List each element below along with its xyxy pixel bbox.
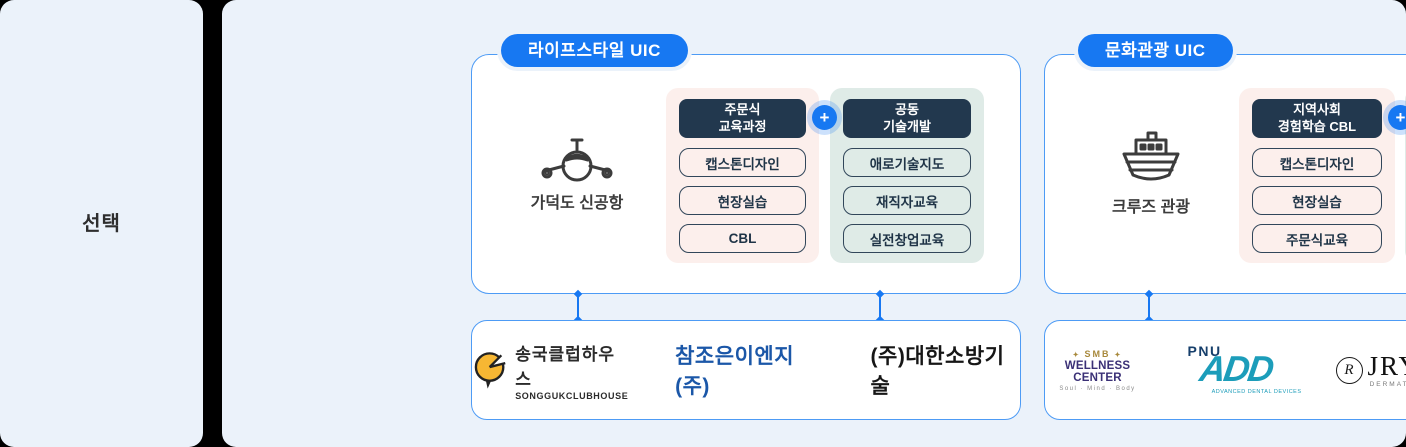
wellness-center-logo: SMB WELLNESS CENTER Soul · Mind · Body bbox=[1046, 349, 1150, 392]
group-header: 공동 기술개발 bbox=[843, 99, 971, 138]
pnu-add-logo: PNU ADD ADVANCED DENTAL DEVICES bbox=[1184, 343, 1302, 397]
group-item: 애로기술지도 bbox=[843, 148, 971, 177]
chamjoeun-logo: 참조은이엔지(주) bbox=[675, 345, 795, 398]
culture-community-group: 지역사회 경험학습 CBL 캡스톤디자인 현장실습 주문식교육 bbox=[1239, 88, 1395, 263]
lifestyle-curriculum-group: 주문식 교육과정 캡스톤디자인 현장실습 CBL bbox=[666, 88, 819, 263]
lifestyle-techdev-group: 공동 기술개발 애로기술지도 재직자교육 실전창업교육 bbox=[830, 88, 984, 263]
add-text: ADD bbox=[1196, 348, 1275, 389]
jryn-dermatology-logo: R JRYN DERMATOLOGY bbox=[1335, 350, 1406, 388]
lifestyle-subject: 가덕도 신공항 bbox=[512, 136, 642, 213]
jryn-monogram-icon: R bbox=[1335, 356, 1363, 384]
selection-label: 선택 bbox=[82, 213, 121, 235]
wellness-tagline: Soul · Mind · Body bbox=[1059, 385, 1136, 392]
songguk-bird-icon bbox=[474, 352, 506, 389]
jryn-name: JRYN bbox=[1367, 350, 1406, 381]
group-item: 캡스톤디자인 bbox=[1252, 148, 1382, 177]
culture-subject-label: 크루즈 관광 bbox=[1111, 199, 1191, 216]
connector-line bbox=[577, 294, 579, 320]
plus-icon: + bbox=[1388, 105, 1406, 130]
daehan-fire-tech-logo: (주)대한소방기술 bbox=[870, 345, 1005, 398]
lifestyle-partners-card: 송국클럽하우스 SONGGUKCLUBHOUSE 참조은이엔지(주) (주)대한… bbox=[471, 320, 1021, 420]
lifestyle-subject-label: 가덕도 신공항 bbox=[530, 195, 624, 212]
group-item: 주문식교육 bbox=[1252, 224, 1382, 253]
connector-line bbox=[1148, 294, 1150, 320]
group-header: 주문식 교육과정 bbox=[679, 99, 806, 138]
content-panel: 라이프스타일 UIC 가덕도 신공항 bbox=[222, 0, 1406, 447]
group-item: CBL bbox=[679, 224, 806, 253]
songguk-name-en: SONGGUKCLUBHOUSE bbox=[515, 390, 629, 401]
wellness-name: WELLNESS CENTER bbox=[1064, 359, 1131, 384]
group-item: 캡스톤디자인 bbox=[679, 148, 806, 177]
songguk-clubhouse-logo: 송국클럽하우스 SONGGUKCLUBHOUSE bbox=[472, 340, 629, 401]
group-item: 현장실습 bbox=[1252, 186, 1382, 215]
airplane-icon bbox=[541, 138, 613, 182]
songguk-name-kr: 송국클럽하우스 bbox=[515, 344, 616, 389]
culture-uic-badge: 문화관광 UIC bbox=[1078, 34, 1233, 67]
group-header: 지역사회 경험학습 CBL bbox=[1252, 99, 1382, 138]
lifestyle-uic-badge: 라이프스타일 UIC bbox=[501, 34, 688, 67]
group-item: 재직자교육 bbox=[843, 186, 971, 215]
culture-subject: 크루즈 관광 bbox=[1086, 130, 1216, 217]
plus-icon: + bbox=[812, 105, 837, 130]
cruise-ship-icon bbox=[1122, 131, 1180, 181]
connector-line bbox=[879, 294, 881, 320]
selection-panel: 선택 bbox=[0, 0, 203, 447]
culture-partners-card: SMB WELLNESS CENTER Soul · Mind · Body P… bbox=[1044, 320, 1406, 420]
pnu-text: PNU bbox=[1187, 343, 1222, 359]
add-subtitle: ADVANCED DENTAL DEVICES bbox=[1211, 389, 1302, 395]
group-item: 현장실습 bbox=[679, 186, 806, 215]
wellness-smb-mark: SMB bbox=[1046, 349, 1150, 359]
jryn-subtitle: DERMATOLOGY bbox=[1369, 380, 1406, 388]
group-item: 실전창업교육 bbox=[843, 224, 971, 253]
